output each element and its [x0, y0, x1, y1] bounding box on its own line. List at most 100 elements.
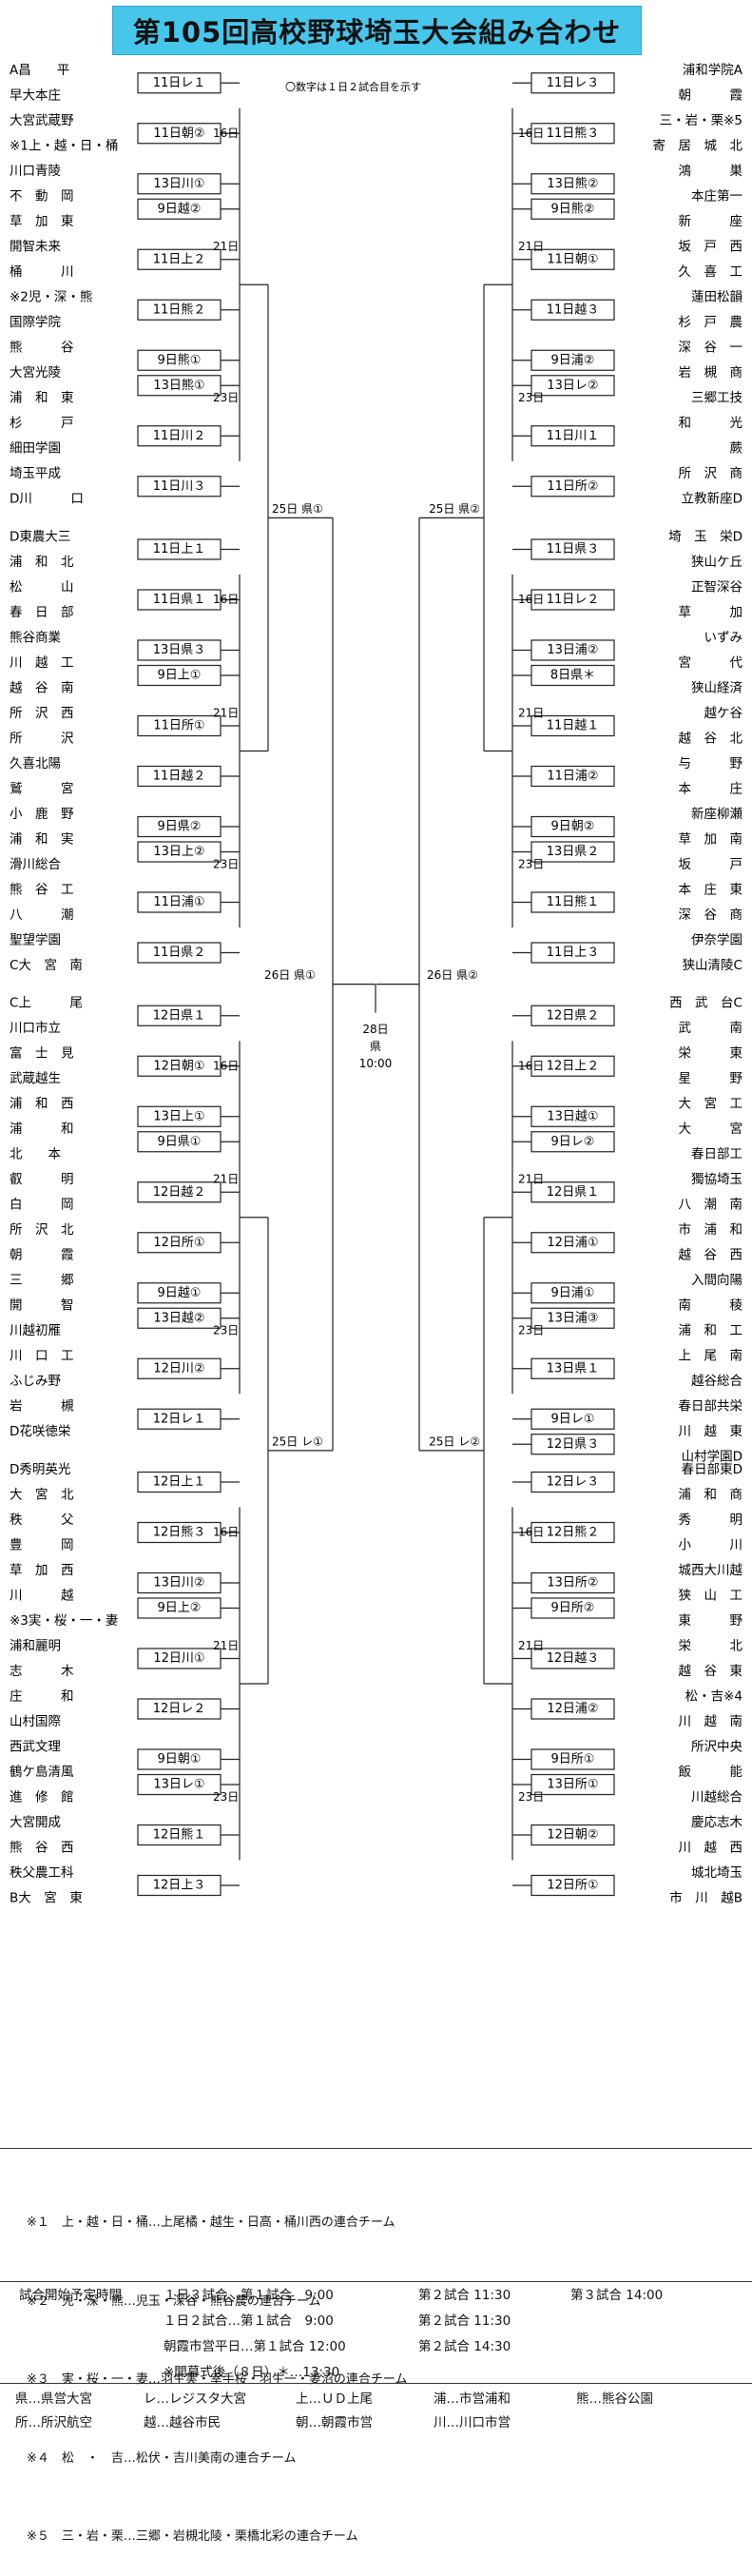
team-name: 所 沢 北: [10, 1222, 74, 1238]
team-name: 細田学園: [10, 441, 61, 457]
footnote: ※５ 三・岩・栗…三郷・岩槻北陵・栗橋北彩の連合チーム: [27, 2529, 358, 2544]
legend-note: 〇数字は１日２試合目を示す: [285, 80, 421, 93]
round-label: 21日: [518, 240, 544, 253]
team-name: 岩 槻: [10, 1398, 74, 1415]
game-label: 11日レ２: [547, 593, 600, 607]
round-label: 16日: [518, 1526, 544, 1539]
team-name: 浦 和 西: [10, 1097, 74, 1112]
game-label: 13日浦③: [547, 1311, 598, 1325]
team-name: 川 越 工: [10, 655, 74, 671]
team-name: 草 加 東: [10, 214, 74, 229]
round-label: 16日: [213, 1059, 239, 1072]
round-label: 23日: [518, 391, 544, 404]
game-label: 12日県２: [547, 1008, 600, 1023]
round-label: 23日: [518, 857, 544, 870]
team-name: 寄 居 城 北: [653, 138, 743, 154]
game-label: 11日レ３: [547, 76, 600, 90]
team-name: 川 口 工: [10, 1349, 74, 1364]
final-time: 10:00: [359, 1057, 393, 1070]
team-name: 南 稜: [679, 1298, 743, 1314]
game-label: 11日上２: [153, 252, 206, 266]
venue: 所…所沢航空: [15, 2415, 92, 2430]
team-name: 鷲 宮: [10, 781, 74, 796]
team-name: 大 宮: [679, 1122, 743, 1137]
game-label: 9日県①: [158, 1135, 202, 1149]
team-name: 杉 戸 農: [679, 315, 743, 330]
game-label: 13日上①: [153, 1109, 204, 1123]
schedule-time: １日２試合…第１試合 9:00: [164, 2313, 334, 2329]
team-name: 所 沢: [10, 731, 74, 746]
team-name: 立教新座D: [682, 492, 742, 507]
team-name: 星 野: [679, 1071, 743, 1086]
team-name: 蕨: [730, 441, 743, 457]
round-label: 25日 県①: [272, 502, 323, 516]
team-name: 飯 能: [679, 1765, 743, 1780]
team-name: 草 加 西: [10, 1563, 74, 1578]
game-label: 11日熊１: [547, 894, 600, 909]
game-label: 13日川①: [153, 177, 204, 191]
game-label: 9日所①: [551, 1752, 595, 1766]
venue: 浦…市営浦和: [434, 2391, 511, 2407]
round-label: 21日: [213, 240, 239, 253]
game-label: 9日県②: [158, 820, 202, 834]
game-label: 12日県１: [547, 1185, 600, 1200]
game-label: 13日川②: [153, 1576, 204, 1590]
team-name: 伊奈学園: [691, 932, 742, 947]
game-label: 13日熊①: [153, 378, 204, 393]
venue: 熊…熊谷公園: [576, 2391, 653, 2407]
team-name: 所 沢 商: [679, 466, 743, 481]
game-label: 12日レ１: [153, 1412, 206, 1426]
game-label: 12日越２: [153, 1185, 206, 1200]
game-label: 9日上①: [158, 669, 202, 683]
team-name: 杉 戸: [10, 416, 74, 431]
team-name: 城北埼玉: [691, 1865, 742, 1881]
team-name: 叡 明: [10, 1172, 74, 1187]
team-name: 北 本: [10, 1147, 61, 1162]
team-name: 和 光: [679, 416, 743, 431]
team-name: 浦 和 東: [10, 391, 74, 406]
footnote: ※２ 児・深・熊…児玉・深谷・熊谷農の連合チーム: [27, 2293, 321, 2309]
team-name: 小 鹿 野: [10, 806, 74, 822]
team-name: 武 南: [679, 1021, 743, 1036]
team-name: 浦 和: [10, 1122, 74, 1137]
round-label: 23日: [213, 1324, 239, 1337]
schedule-time: 第２試合 11:30: [418, 2313, 511, 2329]
team-name: 本 庄: [679, 780, 743, 796]
team-name: 入間向陽: [691, 1273, 742, 1288]
team-name: 越谷総合: [691, 1374, 742, 1389]
team-name: 上 尾 南: [679, 1349, 743, 1364]
game-label: 9日浦①: [551, 1286, 595, 1300]
game-label: 11日県２: [153, 946, 206, 960]
game-label: 13日上②: [153, 845, 204, 859]
team-name: 与 野: [679, 756, 743, 771]
round-label: 25日 県②: [429, 502, 480, 516]
game-label: 13日県１: [547, 1361, 600, 1376]
team-name: 川越総合: [691, 1789, 742, 1805]
venue: 朝…朝霞市営: [296, 2415, 373, 2430]
game-label: 12日レ２: [153, 1702, 206, 1716]
game-label: 12日熊２: [547, 1525, 600, 1540]
schedule-time: 第２試合 14:30: [418, 2339, 511, 2354]
team-name: 坂 戸 西: [679, 240, 743, 255]
game-label: 9日朝①: [158, 1752, 202, 1766]
team-name: 熊 谷 西: [10, 1840, 74, 1855]
team-name: 志 木: [10, 1664, 74, 1679]
team-name: 久喜北陽: [10, 756, 61, 771]
game-label: 13日所①: [547, 1778, 598, 1792]
game-label: 12日上１: [153, 1475, 206, 1490]
schedule-time: 朝霞市営平日…第１試合 12:00: [164, 2339, 346, 2354]
venue: 越…越谷市民: [144, 2415, 221, 2430]
game-label: 12日県３: [547, 1437, 600, 1452]
round-label: 26日 県①: [264, 968, 316, 982]
team-name: 開智未来: [10, 240, 61, 255]
team-name: 秩 父: [10, 1512, 74, 1528]
game-label: 12日所①: [153, 1236, 204, 1250]
team-name: ふじみ野: [10, 1374, 61, 1389]
team-name: 浦和学院A: [683, 63, 743, 78]
team-name: D秀明英光: [10, 1461, 70, 1477]
team-name: 庄 和: [10, 1688, 74, 1704]
team-name: 所沢中央: [691, 1739, 742, 1754]
team-name: 狭 山 工: [679, 1588, 743, 1603]
team-name: 朝 霞: [679, 88, 743, 104]
team-name: 浦 和 商: [679, 1487, 743, 1502]
